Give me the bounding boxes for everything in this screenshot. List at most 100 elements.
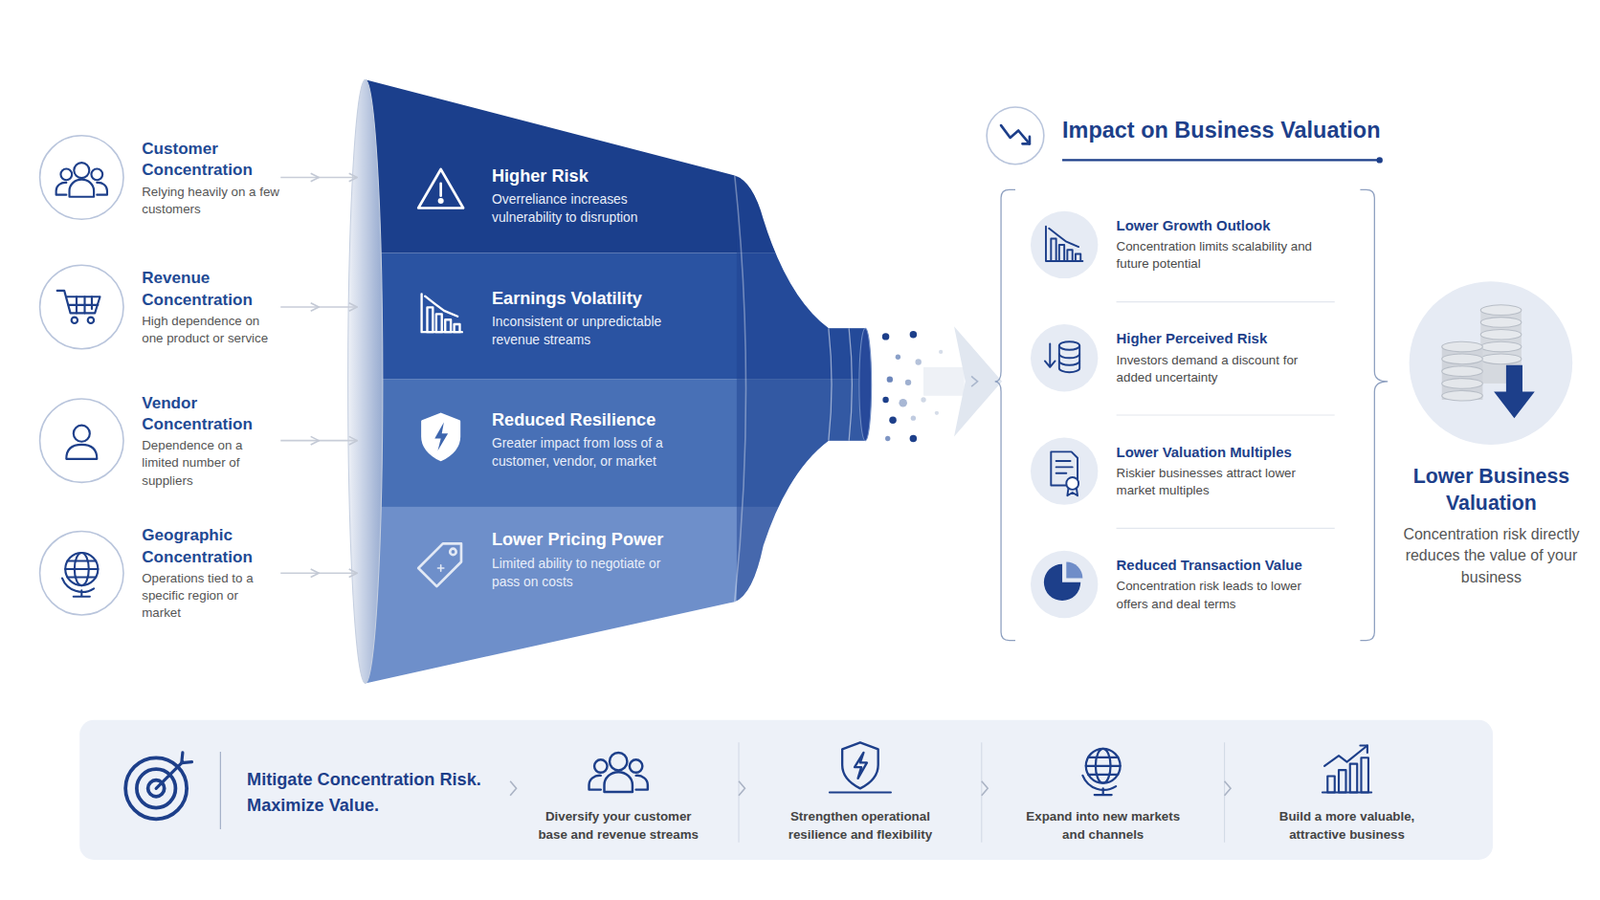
node-body: Dependence on a limited number of suppli… (141, 437, 281, 489)
flow-particles (934, 411, 939, 416)
flow-connector (280, 572, 357, 575)
flow-particles (888, 417, 896, 424)
funnel-mouth (348, 79, 383, 684)
header-underline (1062, 158, 1380, 161)
flow-particles (938, 350, 943, 355)
impact-icon-circle (1030, 324, 1098, 392)
flow-particles (887, 376, 893, 382)
node-heading: Customer Concentration (141, 136, 281, 180)
category-icon-circle (40, 135, 124, 220)
node-heading: Reduced Transaction Value (1116, 555, 1316, 575)
node-body: Investors demand a discount for added un… (1116, 352, 1316, 387)
divider (1223, 742, 1225, 844)
node-heading: Diversify your customer base and revenue… (536, 809, 701, 845)
impact-item: Reduced Transaction ValueConcentration r… (1025, 543, 1333, 625)
chevron (1224, 781, 1231, 797)
category-icon (62, 553, 98, 598)
funnel-detail (734, 175, 747, 602)
impact-group: Impact on Business ValuationLower Growth… (995, 102, 1389, 648)
node-heading: Build a more valuable, attractive busine… (1265, 809, 1429, 845)
node-body: Greater impact from loss of a customer, … (491, 434, 687, 471)
category-item: Vendor ConcentrationDependence on a limi… (39, 398, 282, 485)
mitigation-background (79, 720, 1493, 861)
impact-icon (1059, 345, 1080, 373)
text-column: Lower Pricing PowerLimited ability to ne… (491, 529, 687, 592)
category-icon (67, 296, 98, 313)
text-column: Strengthen operational resilience and fl… (778, 809, 943, 845)
node-heading: Revenue Concentration (141, 266, 281, 311)
node-body: Riskier businesses attract lower market … (1116, 465, 1316, 500)
result-icon (1493, 365, 1535, 419)
impact-item: Lower Valuation MultiplesRiskier busines… (1025, 430, 1333, 512)
flow-particles (910, 331, 917, 338)
flow-arrow (954, 326, 1002, 437)
node-body: Operations tied to a specific region or … (141, 570, 281, 623)
chevron (738, 781, 745, 797)
text-column: Higher RiskOverreliance increases vulner… (491, 165, 687, 228)
impact-icon (1044, 343, 1056, 368)
funnel-detail (734, 175, 853, 602)
header-icon (1022, 136, 1029, 144)
step-icon (1359, 745, 1367, 753)
text-column: Customer ConcentrationRelying heavily on… (141, 134, 281, 222)
item-separator (1116, 301, 1335, 303)
band-icon (422, 414, 459, 461)
impact-icon (1056, 461, 1073, 474)
impact-icon (1044, 341, 1080, 373)
impact-icon-circle (1030, 551, 1098, 619)
node-heading: Strengthen operational resilience and fl… (778, 809, 943, 845)
text-column: Impact on Business Valuation (1062, 116, 1380, 146)
text-column: Lower Valuation MultiplesRiskier busines… (1116, 430, 1316, 512)
mitigation-band: Mitigate Concentration Risk. Maximize Va… (79, 720, 1493, 861)
bracket (1359, 189, 1388, 641)
text-column: Higher Perceived RiskInvestors demand a … (1116, 317, 1316, 400)
item-separator (1116, 302, 1335, 530)
mitigation-step: Strengthen operational resilience and fl… (757, 733, 962, 851)
impact-icon (1066, 488, 1078, 496)
node-body: Concentration risk leads to lower offers… (1116, 578, 1316, 614)
impact-item: Higher Perceived RiskInvestors demand a … (1025, 317, 1333, 400)
category-icon (57, 290, 101, 313)
flow-arrow (923, 367, 965, 397)
step-icon (1327, 776, 1334, 793)
connector-group (280, 177, 357, 575)
flow-particles (882, 333, 889, 340)
header-icon (1000, 125, 1030, 144)
node-body: Relying heavily on a few customers (141, 182, 281, 218)
node-body: Limited ability to negotiate or pass on … (491, 555, 687, 592)
divider (980, 742, 982, 844)
text-column: Build a more valuable, attractive busine… (1265, 809, 1429, 845)
step-icon (1324, 745, 1368, 766)
category-icon (73, 425, 90, 443)
funnel-body (347, 61, 889, 253)
impact-icon-circle (1030, 211, 1098, 619)
result-icon (1442, 341, 1484, 401)
category-icon (66, 444, 97, 460)
flow-particles (885, 436, 890, 442)
node-heading: Vendor Concentration (141, 391, 281, 435)
result-icon (1480, 329, 1522, 340)
band-icon (437, 565, 444, 572)
step-icon (1350, 764, 1357, 794)
node-heading: Reduced Resilience (491, 409, 687, 432)
band-icon (418, 543, 462, 587)
funnel-detail (828, 328, 832, 441)
flow-connector (280, 177, 357, 179)
node-body: Overreliance increases vulnerability to … (491, 190, 687, 227)
flow-arrow (923, 326, 1002, 437)
flow-particles (914, 358, 921, 365)
text-column: Revenue ConcentrationHigh dependence on … (141, 264, 281, 351)
result-icon (1480, 354, 1522, 365)
category-icon-circle (40, 135, 124, 616)
target-icon (181, 753, 193, 764)
step-icon (1360, 757, 1368, 793)
funnel-body (347, 61, 889, 705)
text-column: Diversify your customer base and revenue… (536, 809, 701, 845)
funnel-detail (848, 328, 852, 441)
impact-icon-circle (1030, 437, 1098, 505)
node-body: Inconsistent or unpredictable revenue st… (491, 312, 687, 350)
text-column: Earnings VolatilityInconsistent or unpre… (491, 288, 687, 351)
category-icon (57, 290, 101, 324)
flow-particles (911, 416, 916, 422)
